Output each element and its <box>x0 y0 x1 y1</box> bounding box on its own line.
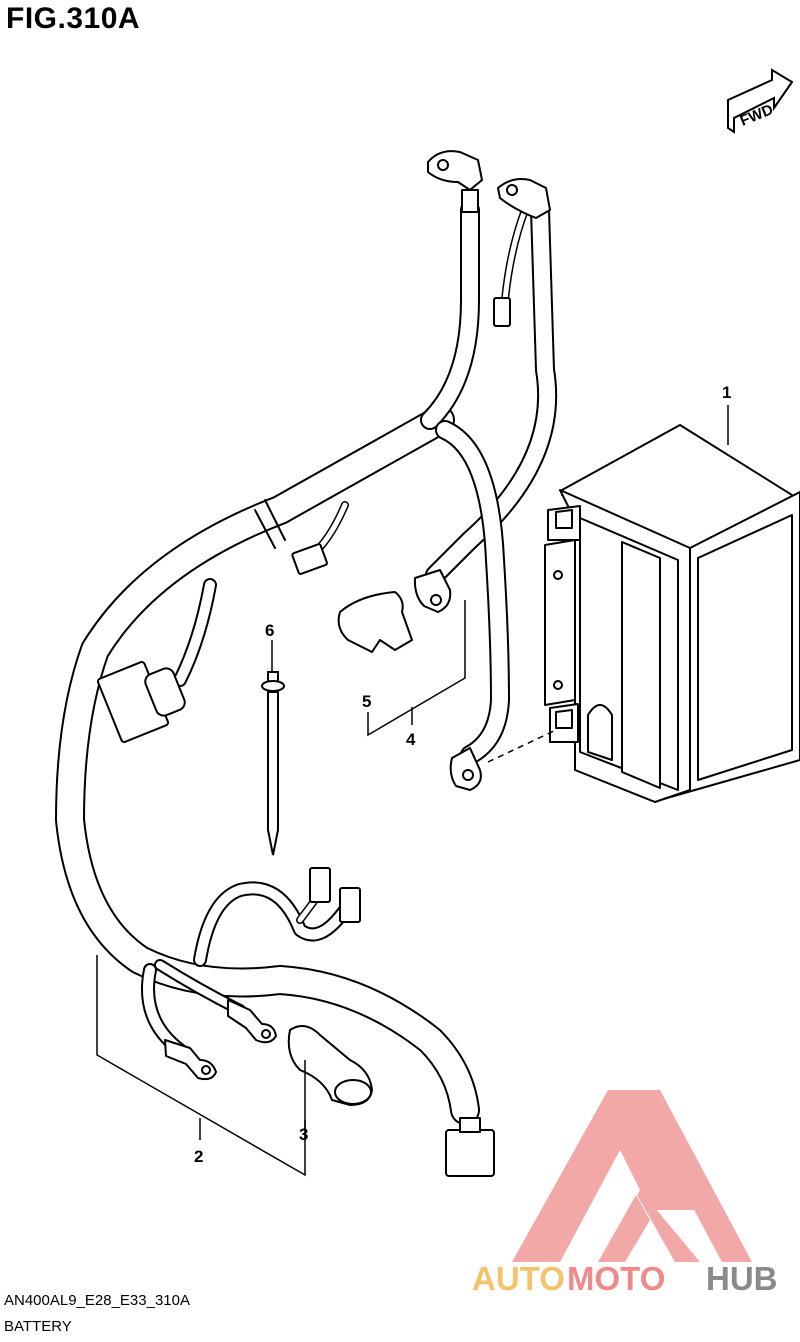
figure-name: BATTERY <box>4 1318 72 1335</box>
watermark-logo-icon <box>512 1090 752 1262</box>
watermark-text: AUTO MOTO HUB <box>472 1260 778 1297</box>
callout-4: 4 <box>406 730 416 749</box>
watermark-moto: MOTO <box>567 1260 665 1297</box>
watermark-hub: HUB <box>706 1260 778 1297</box>
harness-connectors <box>96 150 551 1177</box>
wiring-harness <box>55 200 558 1125</box>
callout-1: 1 <box>722 383 731 402</box>
figure-title: FIG.310A <box>6 2 141 35</box>
cable-tie <box>261 671 285 856</box>
dash-leader <box>487 729 557 763</box>
leader-lines <box>96 405 729 1177</box>
fwd-arrow-icon: FWD <box>727 68 794 134</box>
callout-2: 2 <box>194 1147 203 1166</box>
callout-6: 6 <box>265 621 274 640</box>
figure-code: AN400AL9_E28_E33_310A <box>4 1292 190 1309</box>
battery-body <box>544 424 800 803</box>
watermark-auto: AUTO <box>472 1260 565 1297</box>
wire-clip <box>337 591 413 653</box>
callout-3: 3 <box>299 1125 308 1144</box>
callout-5: 5 <box>362 692 371 711</box>
terminal-cover-boot <box>287 1025 374 1107</box>
